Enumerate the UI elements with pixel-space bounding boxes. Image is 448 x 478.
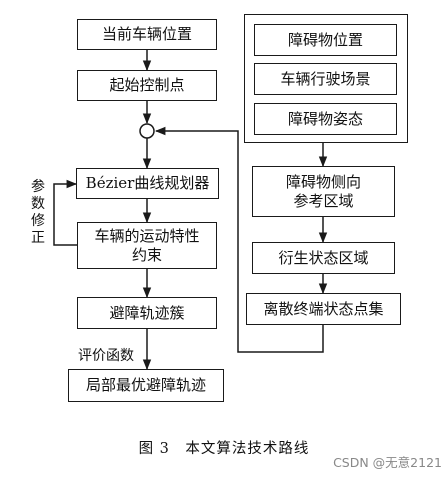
node-bezier-planner: Bézier曲线规划器 xyxy=(76,168,219,199)
node-label-line2: 参考区域 xyxy=(293,191,354,210)
obstacle-info-group xyxy=(244,14,408,143)
label-parameter-correction: 参 数 修 正 xyxy=(30,179,46,247)
node-label: 障碍物位置 xyxy=(287,30,363,49)
node-avoidance-trajectory-cluster: 避障轨迹簇 xyxy=(77,297,217,329)
junction-circle xyxy=(139,123,155,139)
node-obstacle-position: 障碍物位置 xyxy=(254,24,397,56)
node-label-line1: 障碍物侧向 xyxy=(285,172,361,191)
node-discrete-terminal-state-set: 离散终端状态点集 xyxy=(246,293,401,325)
label-evaluation-function: 评价函数 xyxy=(78,348,134,364)
node-label: 局部最优避障轨迹 xyxy=(85,376,206,394)
node-label: 当前车辆位置 xyxy=(101,25,192,43)
node-label: 离散终端状态点集 xyxy=(263,299,384,318)
node-vehicle-driving-scenario: 车辆行驶场景 xyxy=(254,63,397,95)
node-label: 衍生状态区域 xyxy=(278,248,369,267)
node-label: Bézier曲线规划器 xyxy=(85,174,210,192)
node-optimal-avoidance-trajectory: 局部最优避障轨迹 xyxy=(68,369,224,402)
node-label-line2: 约束 xyxy=(131,245,162,264)
node-label: 障碍物姿态 xyxy=(287,109,363,128)
label-char: 数 xyxy=(31,196,45,212)
node-current-vehicle-position: 当前车辆位置 xyxy=(77,19,217,50)
node-label: 起始控制点 xyxy=(109,76,185,94)
edge-discrete-to-junction xyxy=(154,126,324,353)
node-label: 车辆行驶场景 xyxy=(280,69,371,88)
node-label: 避障轨迹簇 xyxy=(109,303,185,322)
node-derived-state-region: 衍生状态区域 xyxy=(252,242,395,274)
node-label-line1: 车辆的运动特性 xyxy=(94,226,200,245)
figure-caption: 图 3 本文算法技术路线 xyxy=(138,441,310,457)
node-start-control-point: 起始控制点 xyxy=(77,70,217,101)
label-char: 修 xyxy=(31,213,45,229)
watermark: CSDN @无意2121 xyxy=(333,455,442,470)
label-char: 正 xyxy=(31,230,45,246)
label-char: 参 xyxy=(31,179,45,195)
node-obstacle-pose: 障碍物姿态 xyxy=(254,103,397,135)
edge-parameter-correction-loop xyxy=(53,179,78,246)
node-obstacle-lateral-reference-region: 障碍物侧向 参考区域 xyxy=(252,166,395,217)
node-vehicle-motion-constraint: 车辆的运动特性 约束 xyxy=(77,222,217,269)
